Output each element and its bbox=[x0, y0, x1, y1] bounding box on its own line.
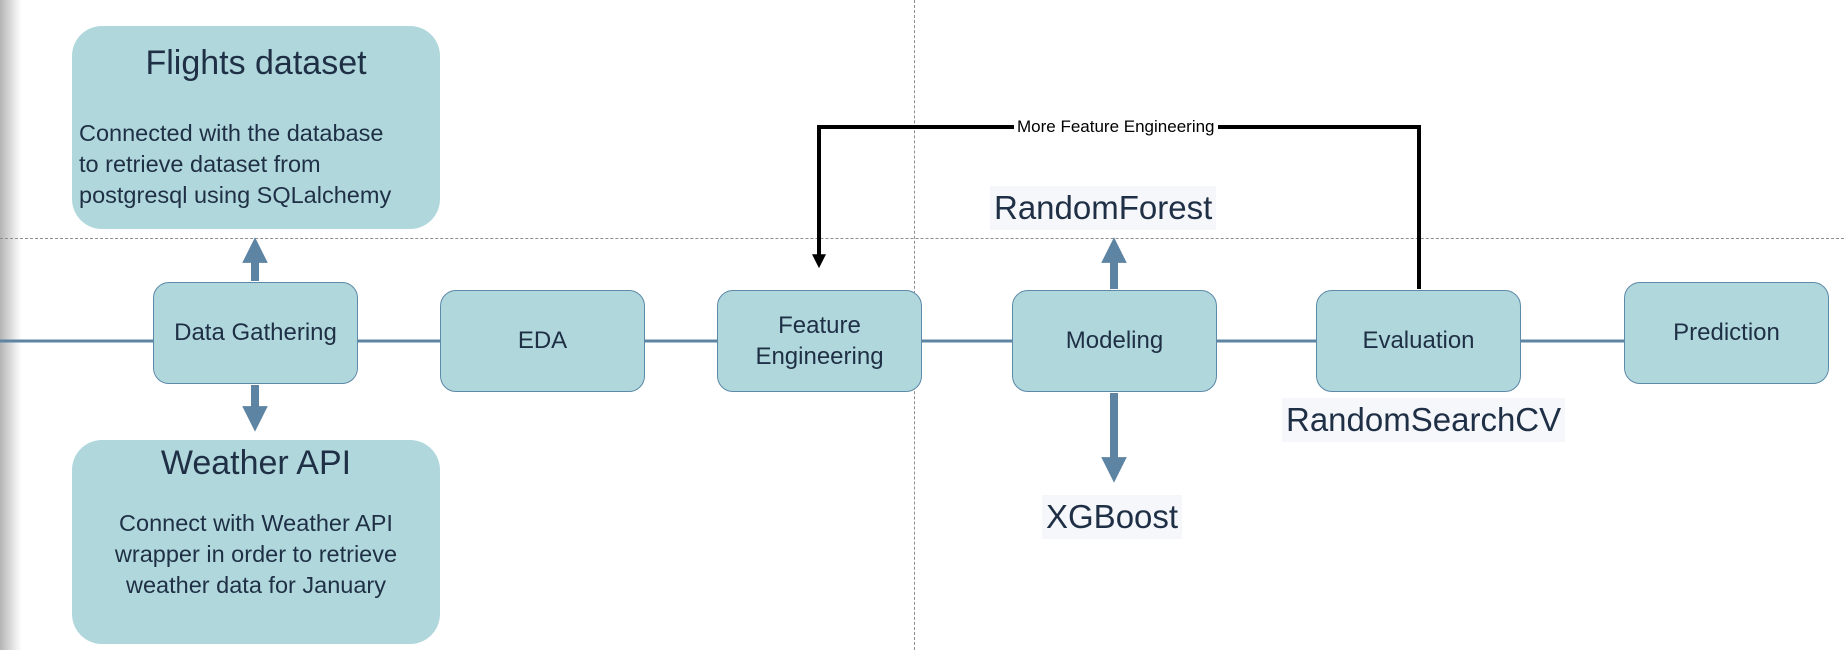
step-data-gathering[interactable]: Data Gathering bbox=[153, 282, 358, 384]
horizontal-guide-line bbox=[0, 238, 1844, 239]
step-label: Modeling bbox=[1065, 327, 1164, 355]
random-forest-label: RandomForest bbox=[990, 186, 1217, 230]
step-label: Feature Engineering bbox=[755, 311, 884, 370]
step-label: Data Gathering bbox=[174, 319, 337, 347]
random-search-cv-label: RandomSearchCV bbox=[1282, 398, 1566, 442]
step-label: EDA bbox=[517, 327, 568, 355]
more-feature-engineering-label: More Feature Engineering bbox=[1014, 117, 1218, 137]
flights-dataset-title: Flights dataset bbox=[145, 44, 367, 82]
step-feature-engineering[interactable]: Feature Engineering bbox=[717, 290, 922, 392]
weather-api-description: Connect with Weather API wrapper in orde… bbox=[114, 510, 398, 598]
step-modeling[interactable]: Modeling bbox=[1012, 290, 1217, 392]
step-evaluation[interactable]: Evaluation bbox=[1316, 290, 1521, 392]
step-label: Evaluation bbox=[1362, 327, 1475, 355]
flights-dataset-card: Flights dataset Connected with the datab… bbox=[72, 26, 440, 229]
weather-api-title: Weather API bbox=[160, 444, 352, 482]
step-prediction[interactable]: Prediction bbox=[1624, 282, 1829, 384]
canvas-left-shadow bbox=[0, 0, 22, 650]
step-label: Prediction bbox=[1673, 319, 1780, 347]
flights-dataset-description: Connected with the database to retrieve … bbox=[79, 120, 392, 208]
xgboost-label: XGBoost bbox=[1042, 495, 1183, 539]
weather-api-card: Weather API Connect with Weather API wra… bbox=[72, 440, 440, 644]
step-eda[interactable]: EDA bbox=[440, 290, 645, 392]
